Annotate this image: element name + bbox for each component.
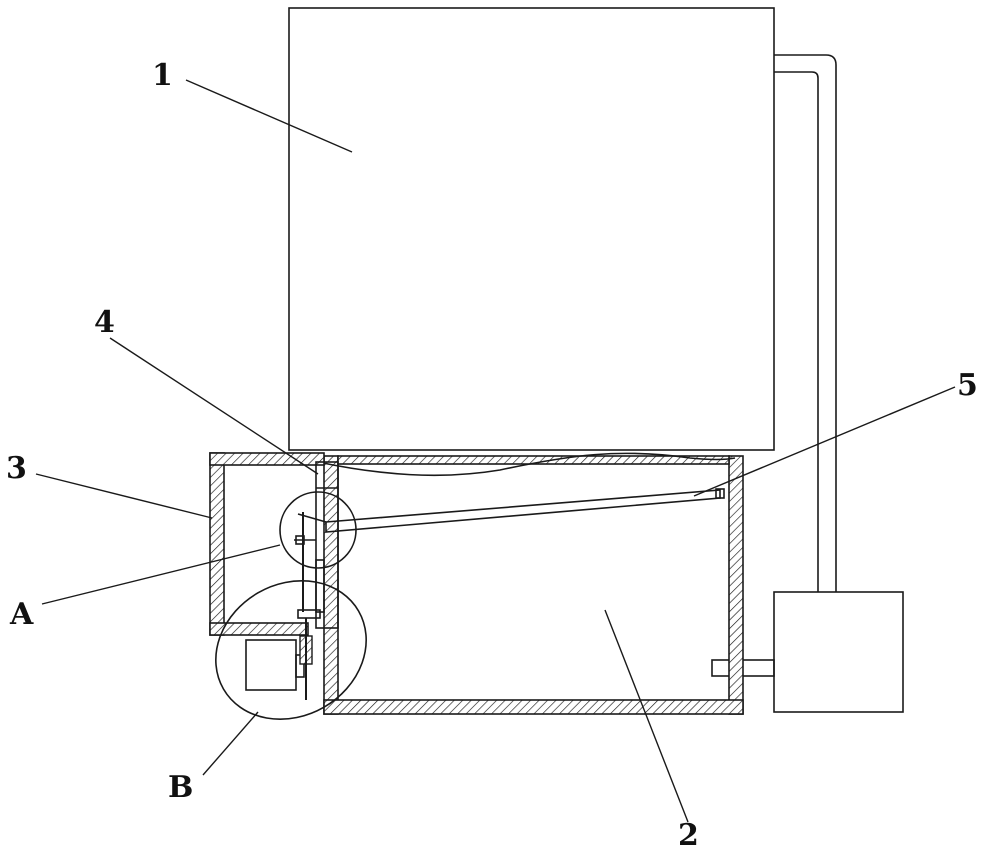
detail-a-circle (279, 491, 357, 569)
label-5: 5 (957, 368, 978, 403)
pump-box (773, 591, 904, 713)
label-2: 2 (678, 818, 699, 853)
pipe-inner (774, 71, 819, 592)
leader-a (41, 544, 281, 605)
detail-b-circle (215, 580, 367, 720)
leader-1 (185, 79, 353, 153)
label-4: 4 (94, 305, 115, 340)
label-b: B (168, 770, 193, 805)
water-surface (317, 452, 736, 477)
main-unit-box (288, 7, 775, 451)
leader-5 (693, 386, 956, 497)
float-arm (325, 489, 721, 533)
leader-2 (604, 609, 689, 823)
pipe-outer (774, 54, 837, 592)
leader-b (202, 711, 259, 776)
motor-box (245, 639, 297, 691)
lower-tank (323, 455, 744, 715)
float-pivot (715, 488, 725, 499)
vertical-panel (315, 461, 339, 629)
mechanism-a (294, 512, 327, 613)
label-3: 3 (6, 451, 27, 486)
label-a: A (9, 597, 34, 632)
leader-4 (109, 337, 319, 475)
mechanism-b (245, 609, 321, 700)
label-1: 1 (152, 58, 173, 93)
leader-3 (35, 473, 213, 519)
side-chamber (209, 452, 325, 636)
